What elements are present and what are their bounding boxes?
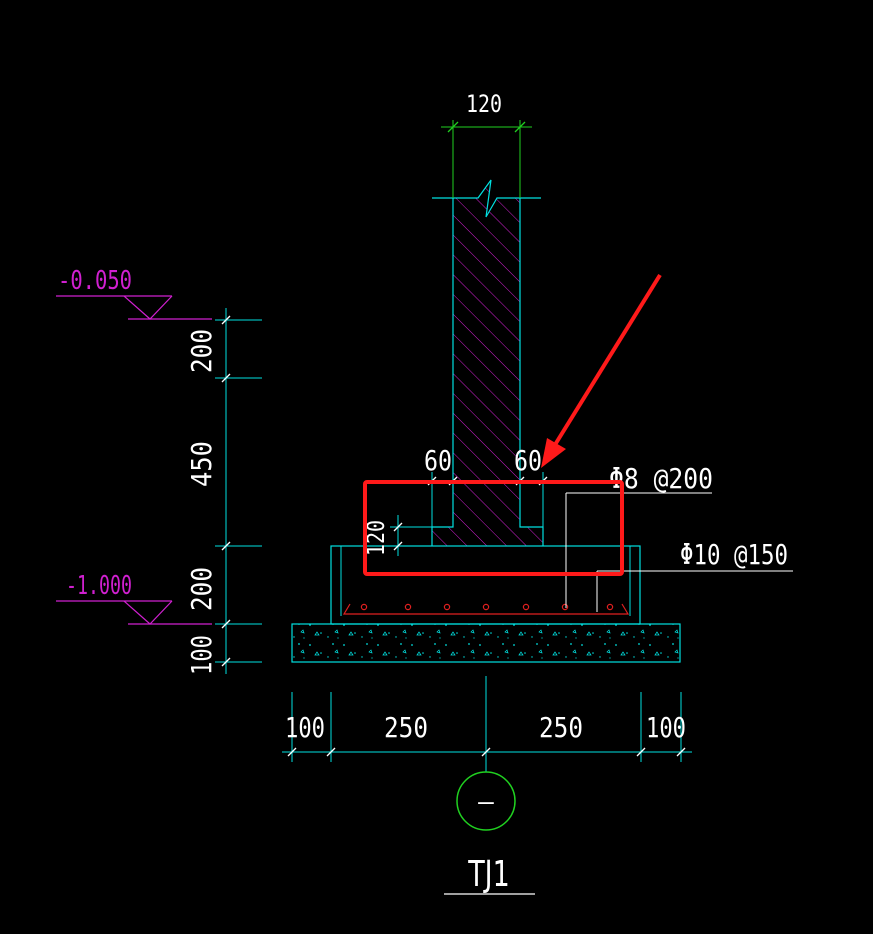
left-vertical-dimensions: 200 450 200 100 — [185, 308, 262, 675]
elevation-marker-bottom: -1.000 — [56, 571, 212, 625]
rebar-dot-0 — [360, 603, 368, 611]
dim-text-horizontal-3: 100 — [646, 711, 686, 744]
rebar-dot-5 — [561, 603, 569, 611]
tick — [287, 747, 297, 757]
tick — [481, 747, 491, 757]
elevation-triangle — [123, 600, 173, 625]
drawing-title: TJ1 — [467, 852, 509, 895]
elevation-triangle — [123, 295, 173, 320]
dim-text-horizontal-1: 250 — [384, 711, 428, 744]
tick — [221, 657, 231, 667]
tick — [393, 522, 403, 532]
dim-text-vertical-2: 200 — [185, 567, 218, 611]
dim-text-wall-width: 120 — [466, 90, 502, 118]
tick — [676, 747, 686, 757]
axis-symbol: — — [478, 787, 494, 817]
rebar-dot-1 — [404, 603, 412, 611]
concrete-footing — [330, 545, 641, 625]
tick — [636, 747, 646, 757]
wall-hatch — [432, 180, 543, 546]
rebar-dot-2 — [443, 603, 451, 611]
dim-text-step-right: 60 — [514, 444, 542, 477]
tick — [447, 121, 459, 133]
arrow-shaft — [551, 273, 662, 450]
red-annotation — [363, 273, 662, 576]
brick-wall — [431, 120, 544, 546]
rebar-dot-4 — [522, 603, 530, 611]
dim-text-vertical-1: 450 — [185, 441, 218, 487]
dim-text-vertical-3: 100 — [185, 635, 218, 675]
elevation-text-bottom: -1.000 — [66, 571, 132, 601]
rebar-dots — [360, 603, 614, 611]
bedding-fill — [291, 623, 681, 663]
rebar-dot-3 — [482, 603, 490, 611]
dim-text-vertical-0: 200 — [185, 329, 218, 373]
axis-circle — [456, 771, 516, 831]
tick — [326, 747, 336, 757]
bottom-horizontal-dimensions: 100 250 250 100 — [282, 692, 692, 762]
main-rebar-line — [342, 603, 630, 615]
break-line — [432, 179, 541, 218]
rebar-label-main: Φ10 @150 — [680, 538, 788, 571]
rebar-dot-6 — [606, 603, 614, 611]
tick — [514, 121, 526, 133]
tick — [221, 541, 231, 551]
footing-outline — [330, 545, 641, 625]
step-height-dimension: 120 — [362, 515, 432, 556]
tick — [221, 315, 231, 325]
dim-text-horizontal-2: 250 — [539, 711, 583, 744]
dim-text-step-left: 60 — [424, 444, 452, 477]
elevation-text-top: -0.050 — [58, 266, 132, 296]
highlight-box — [363, 480, 624, 576]
tick — [393, 541, 403, 551]
rebar-layout — [342, 492, 793, 615]
center-axis: — — [456, 676, 516, 831]
arrow-head — [541, 438, 566, 468]
elevation-marker-top: -0.050 — [56, 266, 212, 320]
dim-text-horizontal-0: 100 — [285, 711, 325, 744]
tick — [221, 619, 231, 629]
bedding-layer — [291, 623, 681, 663]
wall-width-dimension: 120 — [441, 90, 532, 133]
rebar-label-distribution: Φ8 @200 — [609, 462, 713, 495]
tick — [221, 373, 231, 383]
wall-outline — [431, 198, 544, 546]
title-block: TJ1 — [444, 852, 535, 895]
